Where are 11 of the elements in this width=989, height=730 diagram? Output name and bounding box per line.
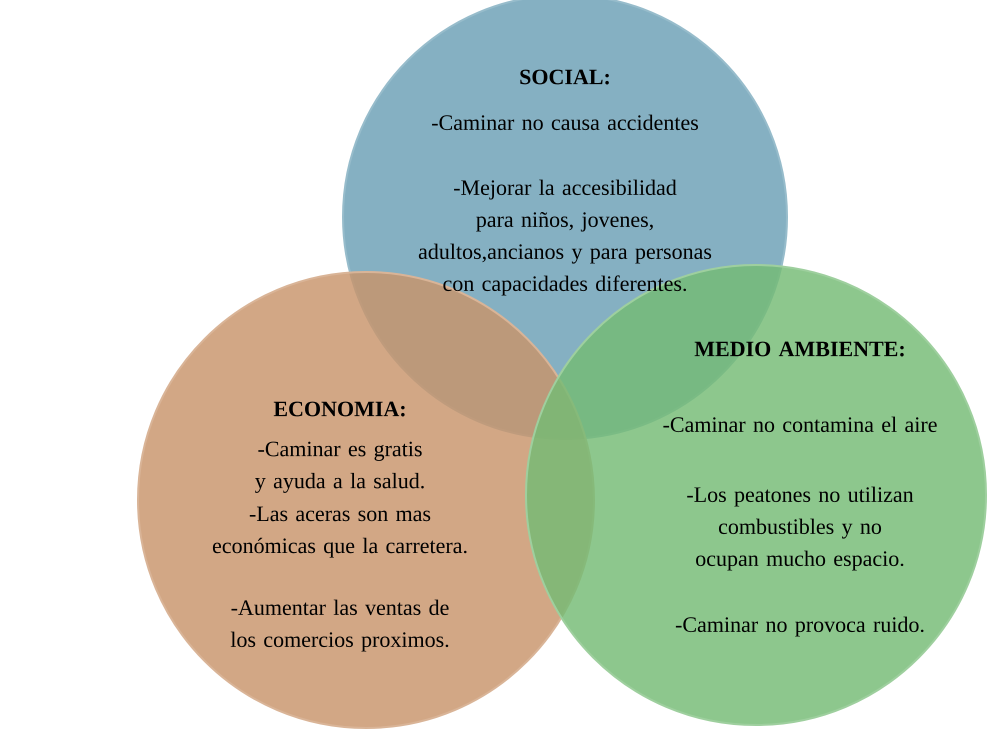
circle-text: -Caminar no provoca ruido. bbox=[676, 616, 924, 637]
circle-heading: SOCIAL: bbox=[520, 70, 609, 84]
circle-text: -Los peatones no utilizan combustibles y no ocupan mucho espacio. bbox=[687, 486, 914, 571]
circle-heading: ECONOMIA: bbox=[274, 402, 405, 416]
circle-text: -Aumentar las ventas de los comercios proximos. bbox=[230, 600, 449, 652]
circle-heading: MEDIO AMBIENTE: bbox=[694, 342, 904, 356]
circle-text: -Mejorar la accesibilidad para niños, jovenes, adultos,ancianos y para personas con capacidades diferentes. bbox=[418, 180, 712, 296]
circle-text: -Caminar no contamina el aire bbox=[663, 416, 937, 432]
circle-text: -Caminar no causa accidentes bbox=[432, 114, 698, 130]
circle-text: -Caminar es gratis y ayuda a la salud. bbox=[255, 442, 424, 493]
circle-text: -Las aceras son mas económicas que la carretera. bbox=[212, 506, 467, 558]
